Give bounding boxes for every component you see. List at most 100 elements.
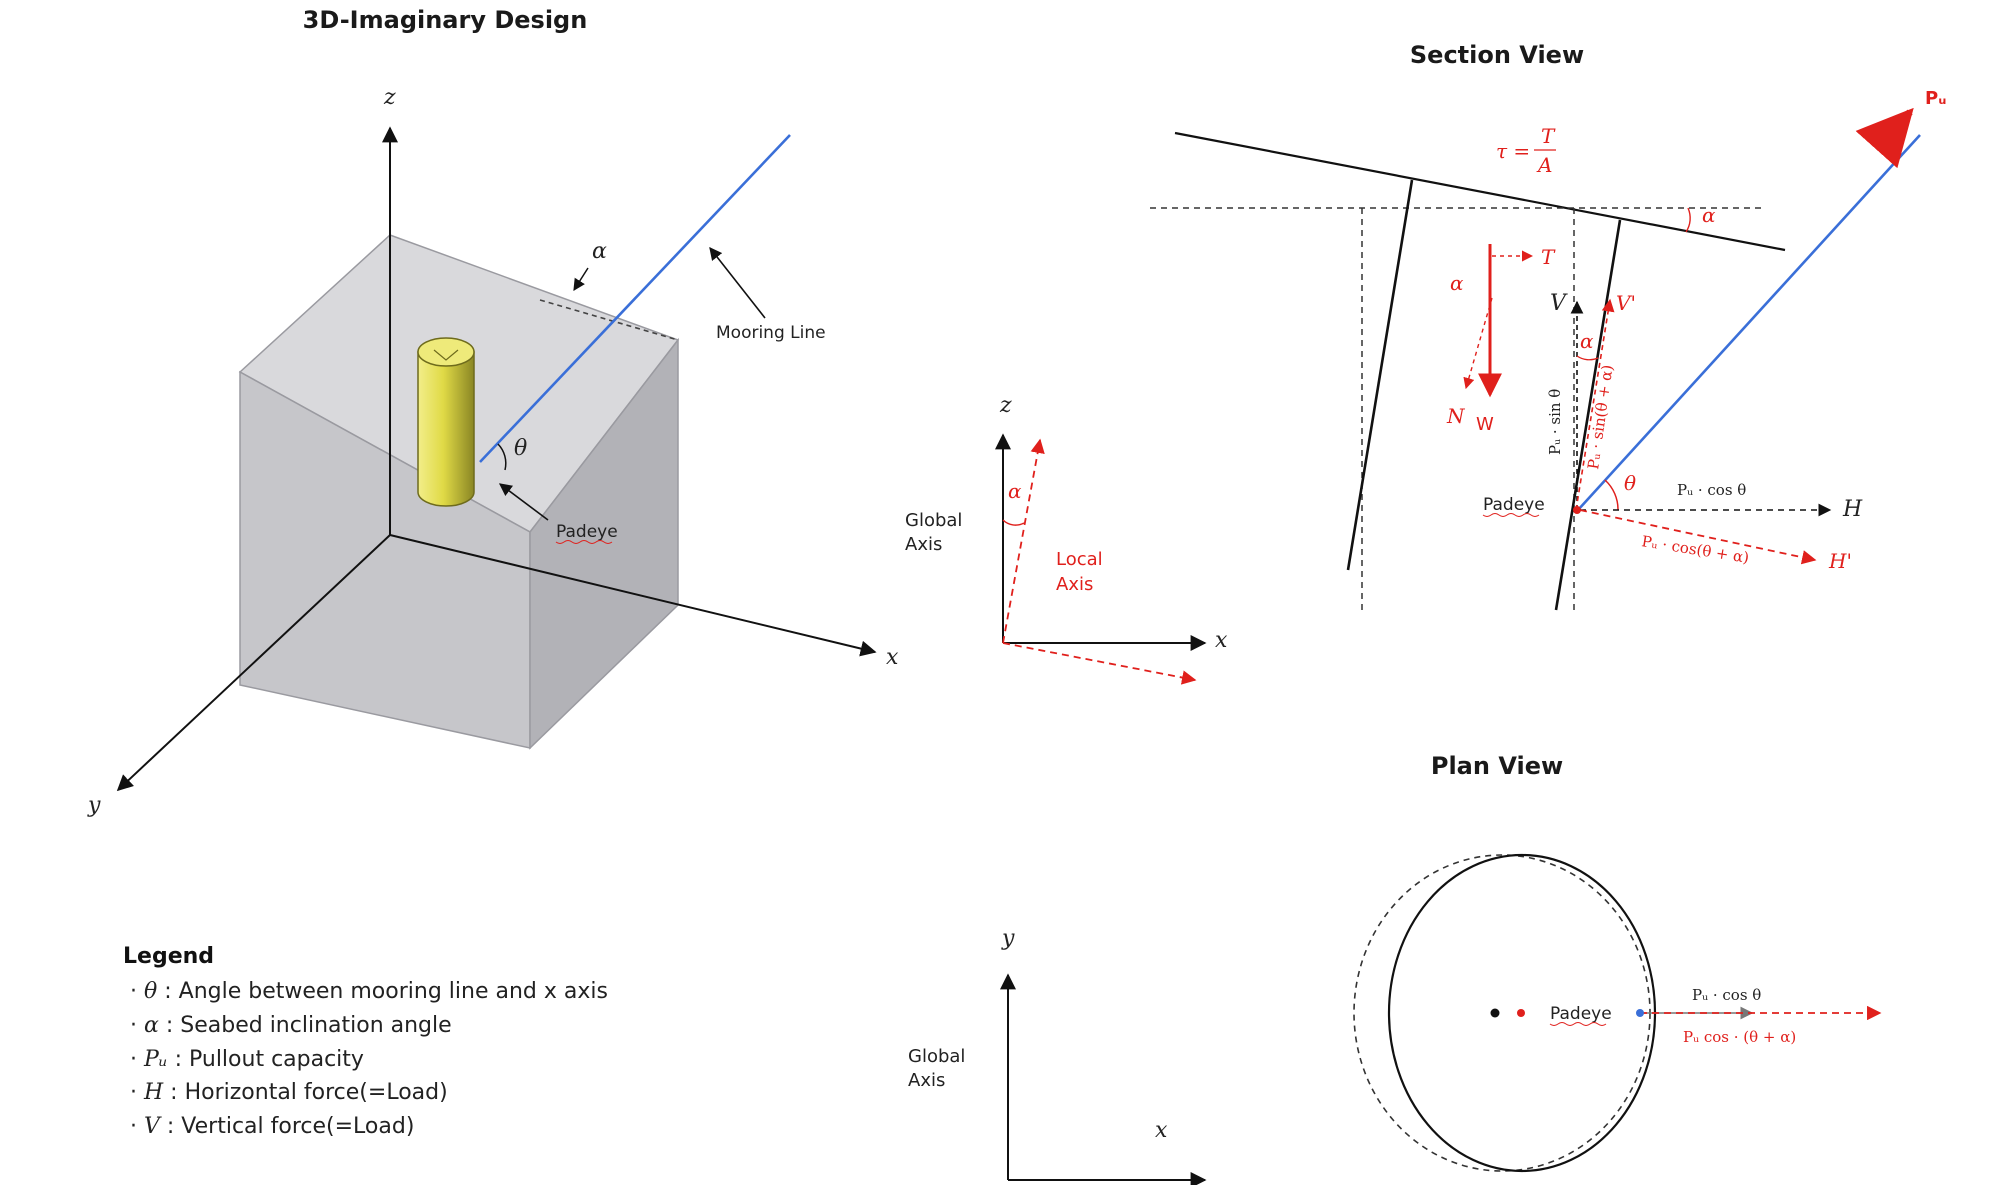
label-local-axis-l2: Axis	[1056, 574, 1093, 595]
legend-text: : Pullout capacity	[168, 1047, 364, 1072]
legend-text: : Angle between mooring line and x axis	[157, 979, 608, 1004]
svg-text:· Pᵤ : Pullout capacity: · Pᵤ : Pullout capacity	[130, 1047, 364, 1072]
label-plan-pu-cos: Pᵤ · cos θ	[1692, 986, 1761, 1004]
label-T: T	[1541, 245, 1556, 269]
legend-item: · V : Vertical force(=Load)	[130, 1114, 414, 1139]
legend-item: · α : Seabed inclination angle	[130, 1013, 452, 1038]
section-alpha-arc	[1685, 207, 1691, 233]
label-z: z	[383, 85, 396, 110]
padeye-underline-plan	[1549, 1022, 1607, 1026]
legend-item: · Pᵤ : Pullout capacity	[130, 1047, 364, 1072]
padeye-pointer-3d	[498, 483, 549, 521]
padeye-point-section	[1573, 506, 1581, 514]
label-H: H	[1842, 497, 1863, 522]
tau-numerator: T	[1541, 124, 1556, 148]
label-padeye-3d: Padeye	[556, 522, 618, 542]
legend-symbol: H	[143, 1080, 164, 1105]
title-plan-view: Plan View	[1431, 752, 1563, 780]
force-H-prime	[1579, 509, 1817, 565]
tau-denominator: A	[1536, 153, 1552, 177]
caisson-wall-left	[1346, 179, 1414, 571]
label-plan-y: y	[1001, 926, 1015, 951]
label-local-axis-l1: Local	[1056, 549, 1103, 570]
theta-arc-3d	[497, 443, 507, 471]
title-3d-design: 3D-Imaginary Design	[303, 6, 588, 34]
label-alpha-3d: α	[592, 239, 607, 264]
svg-text:· α : Seabed inclination angle: · α : Seabed inclination angle	[130, 1013, 452, 1038]
label-padeye-plan: Padeye	[1550, 1004, 1612, 1024]
mooring-line-section	[1577, 134, 1921, 511]
label-local-alpha: α	[1008, 479, 1022, 503]
plan-view: Padeye Pᵤ · cos θ Pᵤ cos · (θ + α)	[1353, 853, 1882, 1173]
cylinder-top	[417, 337, 475, 367]
design-3d: z x y θ α Mooring Line Padeye	[87, 85, 899, 818]
seabed-inclined-line	[1174, 131, 1786, 252]
label-W: W	[1476, 414, 1494, 435]
axis-y	[116, 534, 391, 792]
local-axis-x	[1002, 642, 1197, 685]
title-section-view: Section View	[1410, 41, 1584, 69]
label-global-axis-l1: Global	[905, 510, 962, 531]
svg-text:· θ : Angle between mooring li: · θ : Angle between mooring line and x a…	[130, 979, 608, 1004]
caisson-wall-right	[1554, 219, 1622, 611]
force-N	[1463, 297, 1493, 390]
mid-alpha-arc	[1576, 355, 1599, 361]
legend-symbol: θ	[144, 979, 157, 1004]
label-section-theta: θ	[1624, 471, 1636, 495]
local-alpha-arc	[1002, 519, 1025, 526]
plan-axes: y x Global Axis	[908, 926, 1207, 1185]
padeye-underline-section	[1482, 513, 1540, 517]
legend-symbol: α	[144, 1013, 159, 1038]
label-alpha-W: α	[1450, 271, 1464, 295]
label-global-axis-l2: Axis	[905, 534, 942, 555]
label-pu-sin: Pᵤ · sin θ	[1546, 389, 1564, 455]
label-pu-cos-alpha: Pᵤ · cos(θ + α)	[1640, 532, 1750, 567]
cylinder-body	[417, 351, 475, 507]
mooring-line-3d	[479, 134, 791, 463]
plan-center-black	[1490, 1008, 1500, 1018]
section-axes: z x α Global Axis Local Axis	[905, 393, 1228, 685]
plan-center-red	[1517, 1009, 1525, 1017]
label-pu-cos: Pᵤ · cos θ	[1677, 481, 1746, 499]
section-view: α τ = T A T α N W V Pᵤ · sin θ V' Pᵤ · s…	[1150, 88, 1946, 611]
legend-symbol: V	[144, 1114, 162, 1139]
local-axis-z	[1002, 438, 1045, 644]
svg-text:· H : Horizontal force(=Load): · H : Horizontal force(=Load)	[130, 1080, 448, 1105]
label-Pu: Pᵤ	[1925, 88, 1946, 109]
label-plan-x: x	[1155, 1118, 1168, 1143]
svg-text:· V : Vertical force(=Load): · V : Vertical force(=Load)	[130, 1114, 414, 1139]
label-N: N	[1446, 404, 1466, 428]
alpha-pointer-3d	[573, 267, 589, 292]
legend: Legend · θ : Angle between mooring line …	[123, 944, 608, 1139]
label-padeye-section: Padeye	[1483, 495, 1545, 515]
label-pu-sin-alpha: Pᵤ · sin(θ + α)	[1584, 364, 1617, 471]
label-global-z: z	[999, 393, 1012, 418]
label-mooring-line: Mooring Line	[716, 323, 826, 343]
seabed-dashed-line	[539, 299, 679, 341]
label-y: y	[87, 793, 101, 818]
padeye-underline-3d	[555, 540, 613, 544]
label-V: V	[1550, 291, 1568, 316]
label-x: x	[886, 645, 899, 670]
label-V-prime: V'	[1616, 291, 1636, 315]
plan-padeye-point	[1636, 1009, 1644, 1017]
legend-text: : Horizontal force(=Load)	[163, 1080, 448, 1105]
legend-text: : Vertical force(=Load)	[160, 1114, 415, 1139]
legend-symbol: Pᵤ	[143, 1047, 168, 1072]
force-Pu-arrow	[1855, 107, 1914, 169]
label-global-x: x	[1215, 628, 1228, 653]
axis-x	[389, 534, 877, 657]
section-theta-arc	[1604, 479, 1619, 511]
label-section-alpha: α	[1702, 203, 1716, 227]
legend-text: : Seabed inclination angle	[159, 1013, 452, 1038]
mooring-line-pointer	[709, 246, 766, 319]
cylinder-top-mark	[433, 349, 459, 361]
legend-item: · H : Horizontal force(=Load)	[130, 1080, 448, 1105]
legend-item: · θ : Angle between mooring line and x a…	[130, 979, 608, 1004]
label-alpha-mid: α	[1580, 329, 1594, 353]
label-plan-global-l1: Global	[908, 1046, 965, 1067]
label-plan-global-l2: Axis	[908, 1070, 945, 1091]
tau-lhs: τ =	[1496, 139, 1530, 163]
label-H-prime: H'	[1828, 549, 1852, 573]
